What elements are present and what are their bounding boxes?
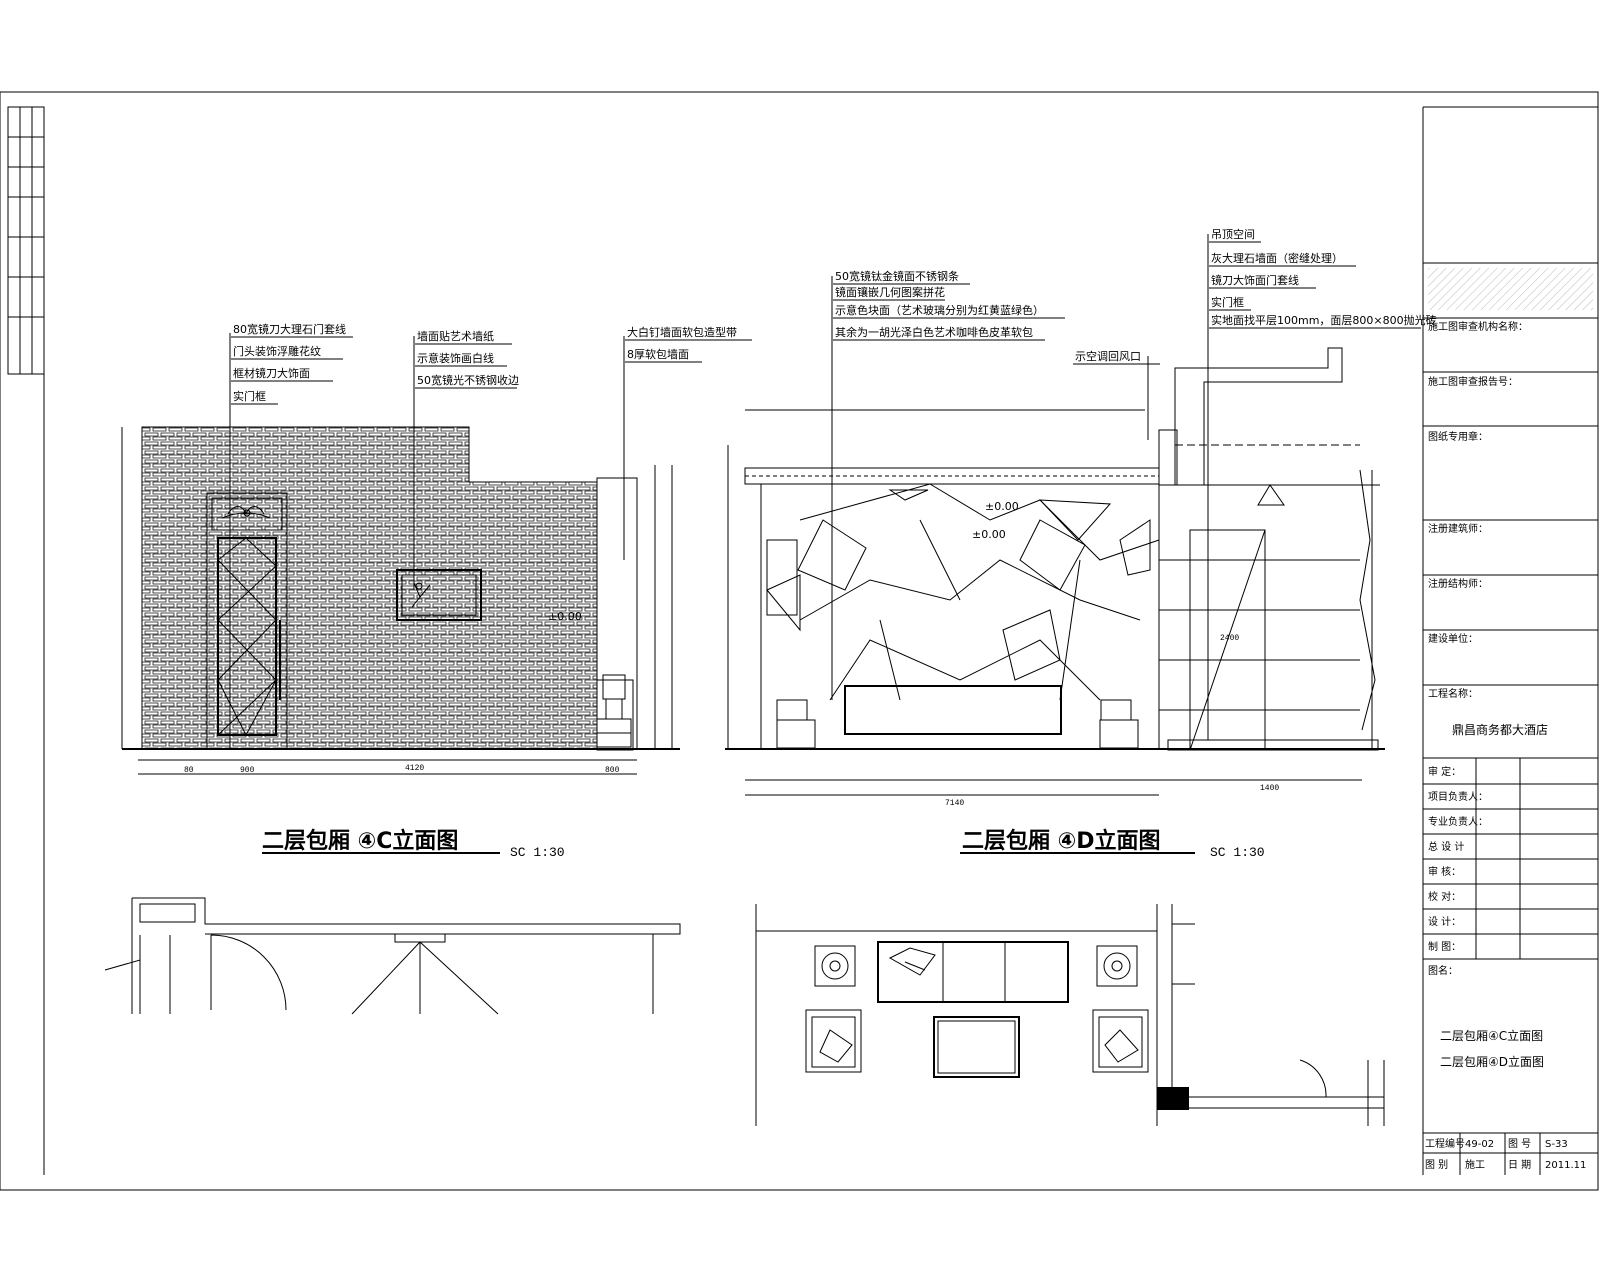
- field-drawing-seal: 图纸专用章：: [1428, 430, 1488, 443]
- level-mark-c: ±0.00: [548, 610, 582, 623]
- drawing-name-c: 二层包厢④C立面图: [1440, 1028, 1543, 1043]
- svg-text:制 图：: 制 图：: [1428, 940, 1461, 953]
- tv-stand: [394, 933, 446, 943]
- field-review-report: 施工图审查报告号：: [1428, 375, 1518, 388]
- issue-date: 2011.11: [1545, 1160, 1586, 1171]
- revision-strip-lines: [8, 107, 44, 374]
- annotation-note: 大白钉墙面软包造型带: [627, 325, 737, 339]
- svg-text:800: 800: [605, 766, 620, 775]
- soft-pack-panel: [596, 477, 638, 750]
- svg-text:施工: 施工: [1465, 1158, 1485, 1171]
- table-lamp: [776, 699, 808, 721]
- column: [1157, 1087, 1189, 1110]
- side-cabinet: [776, 719, 816, 749]
- annotation-note: 镜刀大饰面门套线: [1211, 273, 1299, 287]
- annotation-note: 50宽镜钛金镜面不锈钢条: [835, 269, 959, 283]
- field-project: 工程名称：: [1428, 687, 1478, 700]
- drawing-name-d: 二层包厢④D立面图: [1440, 1054, 1544, 1069]
- annotation-note: 其余为一胡光泽白色艺术咖啡色皮革软包: [835, 325, 1033, 339]
- annotation-note: 8厚软包墙面: [627, 347, 689, 361]
- notes-d: 50宽镜钛金镜面不锈钢条镜面镶嵌几何图案拼花示意色块面（艺术玻璃分别为红黄蓝绿色…: [833, 227, 1437, 365]
- curtain: [1359, 469, 1376, 731]
- dimensions-c: 4120 80 900 800: [121, 427, 673, 775]
- field-client: 建设单位：: [1428, 632, 1478, 645]
- annotation-note: 实地面找平层100mm，面层800×800抛光砖: [1211, 313, 1437, 327]
- svg-text:工程编号: 工程编号: [1425, 1137, 1465, 1150]
- bottom-dimension-c: 4120: [405, 764, 424, 773]
- revision-strip: [7, 106, 45, 375]
- sofa-outline: [844, 685, 1062, 735]
- title-d: 二层包厢 ④D立面图: [962, 828, 1161, 854]
- field-architect: 注册建筑师：: [1428, 522, 1488, 535]
- annotation-note: 实门框: [1211, 295, 1244, 309]
- titles: 二层包厢 ④C立面图 SC 1:30 二层包厢 ④D立面图 SC 1:30: [262, 828, 1265, 860]
- sofa: [877, 941, 1069, 1003]
- field-structural: 注册结构师：: [1428, 577, 1488, 590]
- elevation-d: ±0.00 ±0.00 7140 1: [725, 234, 1385, 808]
- svg-text:日 期: 日 期: [1508, 1159, 1531, 1171]
- annotation-note: 示意色块面（艺术玻璃分别为红黄蓝绿色）: [835, 303, 1044, 317]
- downlight: [1257, 484, 1285, 506]
- svg-text:审 定：: 审 定：: [1428, 765, 1461, 778]
- svg-text:项目负责人：: 项目负责人：: [1428, 790, 1488, 803]
- plan-d: [755, 904, 1385, 1126]
- annotation-note: 吊顶空间: [1211, 227, 1255, 241]
- annotation-note: 墙面贴艺术墙纸: [417, 329, 494, 343]
- end-tables: [814, 945, 1138, 987]
- coffee-table: [933, 1016, 1020, 1078]
- sheet-border: [0, 91, 1599, 1191]
- svg-text:审 核：: 审 核：: [1428, 865, 1461, 878]
- svg-text:设 计：: 设 计：: [1428, 915, 1461, 928]
- scale-c: SC 1:30: [510, 845, 565, 860]
- stair-section: [1158, 347, 1380, 751]
- annotation-note: 灰大理石墙面（密缝处理）: [1211, 251, 1343, 265]
- annotation-note: 镜面镶嵌几何图案拼花: [835, 285, 945, 299]
- svg-text:专业负责人：: 专业负责人：: [1428, 815, 1488, 828]
- svg-text:校 对：: 校 对：: [1428, 890, 1461, 903]
- table-lamp: [602, 674, 626, 700]
- dimensions-d: 7140 1400 2400: [727, 409, 1373, 808]
- svg-text:900: 900: [240, 766, 255, 775]
- annotation-note: 框材镜刀大饰面: [233, 366, 310, 380]
- door: [206, 492, 288, 750]
- scale-d: SC 1:30: [1210, 845, 1265, 860]
- annotation-note: 50宽镜光不锈钢收边: [417, 373, 519, 387]
- annotation-note: 实门框: [233, 389, 266, 403]
- title-c: 二层包厢 ④C立面图: [262, 828, 458, 854]
- armchairs: [805, 1009, 1149, 1073]
- svg-text:总 设 计: 总 设 计: [1428, 840, 1464, 853]
- svg-text:图 号: 图 号: [1508, 1138, 1531, 1150]
- annotation-note: 示空调回风口: [1075, 349, 1141, 363]
- annotation-note: 示意装饰画白线: [417, 351, 494, 365]
- title-block: 施工图审查机构名称： 施工图审查报告号： 图纸专用章： 注册建筑师： 注册结构师…: [1422, 106, 1598, 1175]
- door-swing: [210, 934, 287, 1011]
- annotation-note: 80宽镜刀大理石门套线: [233, 322, 346, 336]
- drawing-label: 图名：: [1428, 964, 1458, 977]
- svg-text:图 别: 图 别: [1425, 1159, 1448, 1171]
- bottom-dimension-d: 7140: [945, 799, 964, 808]
- side-cabinet: [1099, 719, 1139, 749]
- field-review-org: 施工图审查机构名称：: [1428, 320, 1528, 333]
- geometric-inlay: [766, 483, 1160, 735]
- annotation-note: 门头装饰浮雕花纹: [233, 344, 321, 358]
- sheet-number: S-33: [1545, 1139, 1568, 1150]
- decorative-painting: [396, 569, 482, 621]
- svg-text:80: 80: [184, 766, 194, 775]
- svg-text:2400: 2400: [1220, 634, 1239, 643]
- svg-text:1400: 1400: [1260, 784, 1279, 793]
- table-lamp: [1100, 699, 1132, 721]
- elevation-c: 4120 80 900 800 ±0.00: [121, 333, 680, 775]
- level-mark-d: ±0.00: [972, 528, 1006, 541]
- svg-text:49-02: 49-02: [1465, 1139, 1494, 1150]
- project-name: 鼎昌商务都大酒店: [1452, 722, 1548, 737]
- ceiling-level: ±0.00: [985, 500, 1019, 513]
- plan-c: [104, 897, 681, 1015]
